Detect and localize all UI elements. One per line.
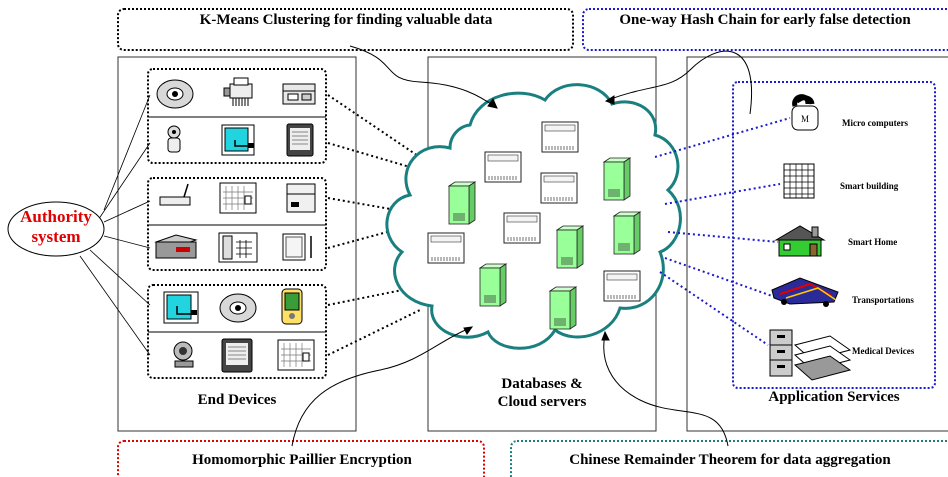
- paillier-title: Homomorphic Paillier Encryption: [192, 452, 412, 468]
- authority-line-2: system: [31, 227, 81, 246]
- webcam-icon: [167, 125, 181, 153]
- camera-disc-icon-2: [219, 293, 257, 323]
- hash-chain-box: [582, 8, 948, 51]
- grid-panel-icon: [219, 182, 257, 214]
- server-icon: [427, 232, 465, 264]
- server-green-icon: [613, 211, 641, 255]
- databases-line-1: Databases &: [501, 376, 583, 392]
- application-panel: [686, 56, 948, 432]
- hash-chain-title: One-way Hash Chain for early false detec…: [619, 12, 911, 28]
- scanner-icon: [282, 83, 316, 105]
- device-cloud-links: [327, 94, 425, 356]
- server-icon: [503, 212, 541, 244]
- end-devices-panel: [117, 56, 357, 432]
- server-green-icon: [549, 286, 577, 330]
- app-label-smart-building: Smart building: [840, 181, 899, 191]
- app-label-medical-devices: Medical Devices: [852, 346, 915, 356]
- ebook-reader-icon: [286, 123, 314, 157]
- paillier-box: [117, 440, 485, 477]
- crt-title: Chinese Remainder Theorem for data aggre…: [569, 452, 891, 468]
- medical-devices-icon: [769, 329, 852, 381]
- end-devices-label: End Devices: [197, 392, 277, 408]
- cloud-app-links: [654, 117, 791, 346]
- pda-icon: [281, 288, 303, 325]
- authority-links: [79, 94, 151, 356]
- server-green-icon: [603, 157, 631, 201]
- application-services-label: Application Services: [768, 389, 900, 405]
- server-icon: [484, 151, 522, 183]
- fax-printer-icon: [223, 77, 253, 106]
- kmeans-box: [117, 8, 574, 51]
- flow-arrows: [291, 45, 752, 447]
- smart-home-icon: [774, 225, 826, 257]
- app-label-smart-home: Smart Home: [848, 237, 898, 247]
- server-icon: [603, 270, 641, 302]
- server-icon: [541, 121, 579, 153]
- ebook-reader-icon-2: [221, 338, 253, 373]
- application-services-box: [732, 81, 936, 389]
- phone-icon: [218, 232, 258, 263]
- authority-line-1: Authority: [20, 207, 92, 226]
- authority-system-label: Authority system: [6, 207, 106, 247]
- router-icon: [159, 183, 191, 206]
- tablet-cyan-icon-2: [163, 291, 199, 324]
- kmeans-title: K-Means Clustering for finding valuable …: [199, 12, 493, 28]
- app-label-micro-computers: Micro computers: [842, 118, 909, 128]
- server-green-icon: [479, 263, 507, 307]
- hard-drive-icon: [286, 183, 316, 213]
- databases-line-2: Cloud servers: [497, 394, 587, 410]
- server-green-icon: [556, 225, 584, 269]
- databases-label: Databases & Cloud servers: [428, 375, 656, 411]
- smart-building-icon: [783, 163, 815, 199]
- micro-computer-badge: M: [801, 114, 809, 124]
- server-green-icon: [448, 181, 476, 225]
- grid-panel-icon-2: [277, 339, 315, 371]
- tablet-pen-icon: [282, 233, 312, 261]
- micro-computer-icon: M: [791, 94, 819, 131]
- app-label-transportations: Transportations: [852, 295, 914, 305]
- transportation-icon: [771, 277, 839, 307]
- camera-disc-icon: [156, 79, 194, 109]
- security-camera-icon: [173, 341, 194, 368]
- authority-system-node: [7, 201, 105, 257]
- set-top-box-icon: [154, 234, 198, 259]
- tablet-cyan-icon: [221, 124, 255, 156]
- crt-box: [510, 440, 948, 477]
- server-icon: [540, 172, 578, 204]
